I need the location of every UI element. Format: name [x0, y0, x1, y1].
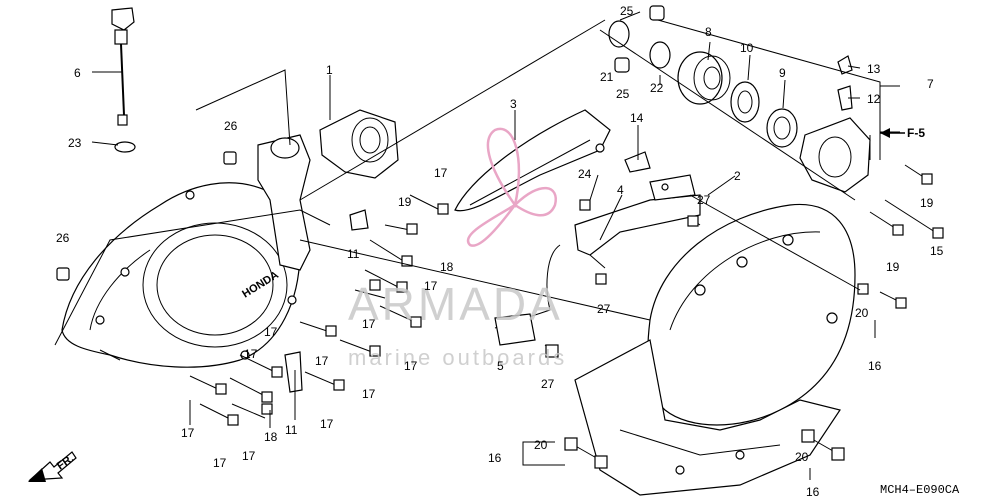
- callout-12: 12: [867, 92, 881, 106]
- callout-13: 13: [867, 62, 881, 76]
- clip-11: [284, 351, 303, 393]
- callout-17d: 17: [404, 359, 418, 373]
- watermark-logo: [466, 127, 558, 247]
- callout-17j: 17: [181, 426, 195, 440]
- dowel-26b: [56, 267, 70, 281]
- callout-8: 8: [705, 25, 712, 39]
- callout-27b: 27: [597, 302, 611, 316]
- callout-24: 24: [578, 167, 592, 181]
- callout-14: 14: [630, 111, 644, 125]
- callout-25a: 25: [620, 4, 634, 18]
- callout-2: 2: [734, 169, 741, 183]
- callout-11a: 11: [347, 247, 360, 261]
- callout-18a: 18: [440, 260, 454, 274]
- gearshift-housing: [257, 109, 399, 271]
- seal-21: [608, 20, 630, 48]
- gear-9: [766, 108, 798, 148]
- callout-1: 1: [326, 63, 333, 77]
- callout-20c: 20: [795, 450, 809, 464]
- callout-17a: 17: [434, 166, 448, 180]
- callout-11b: 11: [285, 423, 298, 437]
- callout-21: 21: [600, 70, 614, 84]
- callout-17b: 17: [424, 279, 438, 293]
- callout-6: 6: [74, 66, 81, 80]
- callout-17k: 17: [213, 456, 227, 470]
- bearing-8: [677, 51, 731, 105]
- callout-16a: 16: [868, 359, 882, 373]
- watermark-tagline: marine outboards: [348, 345, 567, 370]
- callout-26a: 26: [224, 119, 238, 133]
- callout-19b: 19: [920, 196, 934, 210]
- callout-20b: 20: [534, 438, 548, 452]
- housing-7: [799, 117, 871, 193]
- callout-9: 9: [779, 66, 786, 80]
- dowel-25a: [614, 57, 630, 73]
- left-crankcase-cover: HONDA: [61, 182, 301, 368]
- callout-17l: 17: [242, 449, 256, 463]
- callout-27a: 27: [697, 193, 711, 207]
- bleeder-13: [837, 55, 853, 75]
- guide-plate-3: [454, 109, 611, 212]
- callout-17i: 17: [244, 347, 258, 361]
- watermark: ARMADA marine outboards: [348, 127, 567, 370]
- callout-26b: 26: [56, 231, 70, 245]
- clip-11b: [349, 209, 369, 231]
- clutch-cover-2: [574, 203, 856, 496]
- watermark-brand: ARMADA: [348, 278, 563, 330]
- callout-17e: 17: [264, 325, 278, 339]
- callout-16b: 16: [488, 451, 502, 465]
- callout-17f: 17: [315, 354, 329, 368]
- bleeder-12: [837, 85, 853, 111]
- callout-15: 15: [930, 244, 944, 258]
- callout-16c: 16: [806, 485, 820, 499]
- callout-22: 22: [650, 81, 664, 95]
- callout-17g: 17: [362, 387, 376, 401]
- bracket-4: [574, 174, 701, 256]
- callout-7: 7: [927, 77, 934, 91]
- seal-10: [730, 81, 760, 123]
- reference-f5: F-5: [880, 126, 925, 140]
- dipstick: [111, 7, 135, 126]
- guide-lines: [54, 11, 900, 480]
- callout-27c: 27: [541, 377, 555, 391]
- diagram-code: MCH4–E090CA: [880, 483, 960, 497]
- reference-f5-label: F-5: [907, 126, 925, 140]
- o-ring-22: [649, 41, 671, 69]
- rod-5: [494, 244, 561, 346]
- dowel-25b: [649, 5, 665, 21]
- callout-19a: 19: [398, 195, 412, 209]
- washer-23: [114, 141, 136, 153]
- callout-20a: 20: [855, 306, 869, 320]
- dowel-26a: [223, 151, 237, 165]
- callout-3: 3: [510, 97, 517, 111]
- callout-4: 4: [617, 183, 624, 197]
- callout-17h: 17: [320, 417, 334, 431]
- bolts: [189, 164, 944, 469]
- callout-18b: 18: [264, 430, 278, 444]
- callout-17c: 17: [362, 317, 376, 331]
- callout-23: 23: [68, 136, 82, 150]
- callout-5: 5: [497, 359, 504, 373]
- callout-labels: 1 2 3 4 5 6 7 8 9 10 11 11 12 13 14 15 1…: [56, 4, 944, 499]
- callout-19c: 19: [886, 260, 900, 274]
- callout-10: 10: [740, 41, 754, 55]
- callout-25b: 25: [616, 87, 630, 101]
- front-direction-indicator: FR.: [28, 451, 77, 482]
